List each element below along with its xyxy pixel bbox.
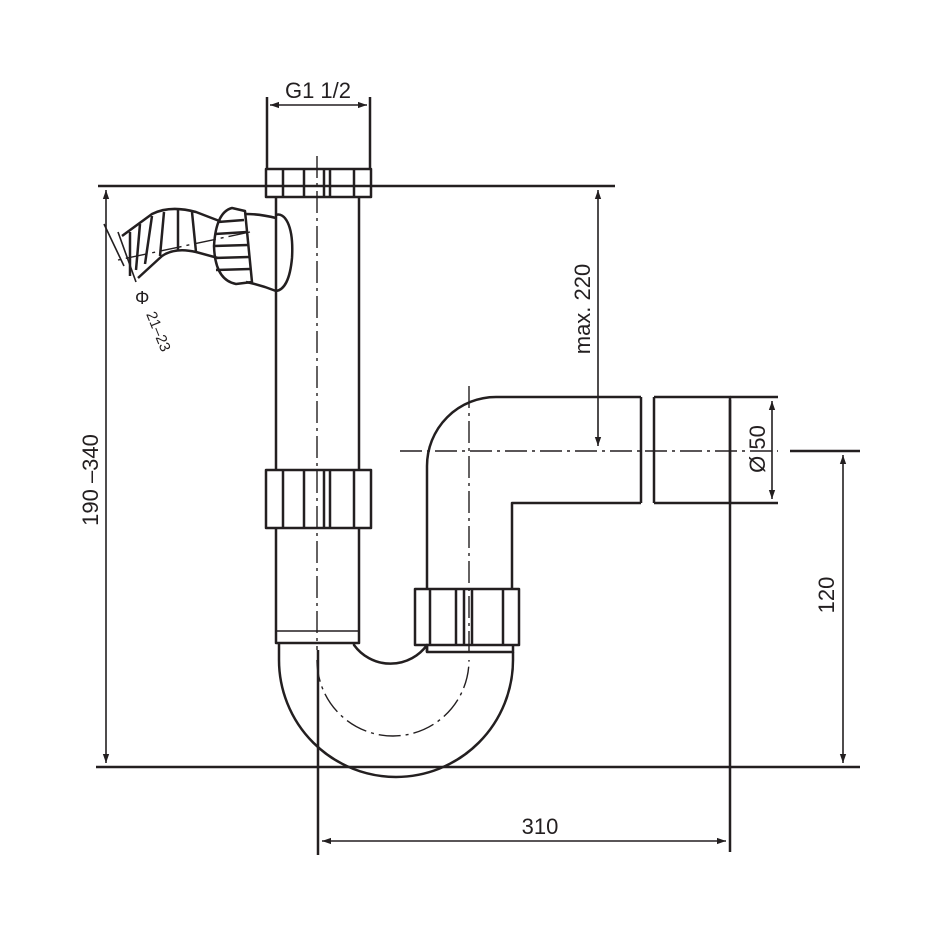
u-trap-bend	[277, 643, 515, 779]
hose-diameter-range-label: 21–23	[142, 309, 173, 354]
right-connection-nut	[413, 587, 521, 647]
rising-pipe-bend	[425, 395, 641, 589]
thread-dimension-label: G1 1/2	[285, 78, 351, 103]
height-range-label: 190 –340	[78, 434, 103, 526]
hose-diameter-symbol: Φ	[135, 288, 149, 308]
max-depth-label: max. 220	[570, 264, 595, 355]
vertical-tube	[274, 197, 361, 645]
top-connection-nut	[264, 167, 373, 199]
width-dimension-label: 310	[522, 814, 559, 839]
outlet-diameter-label: Ø 50	[745, 425, 770, 473]
right-nut-collar	[425, 645, 515, 654]
side-connection-nut	[212, 206, 254, 286]
side-branch-body	[275, 213, 294, 293]
u-trap-centerline	[316, 659, 470, 737]
hose-centerline	[117, 231, 251, 261]
outlet-height-label: 120	[814, 577, 839, 614]
middle-connection-nut	[264, 468, 373, 530]
outlet-pipe	[639, 395, 732, 505]
hose-adapter	[103, 207, 223, 283]
